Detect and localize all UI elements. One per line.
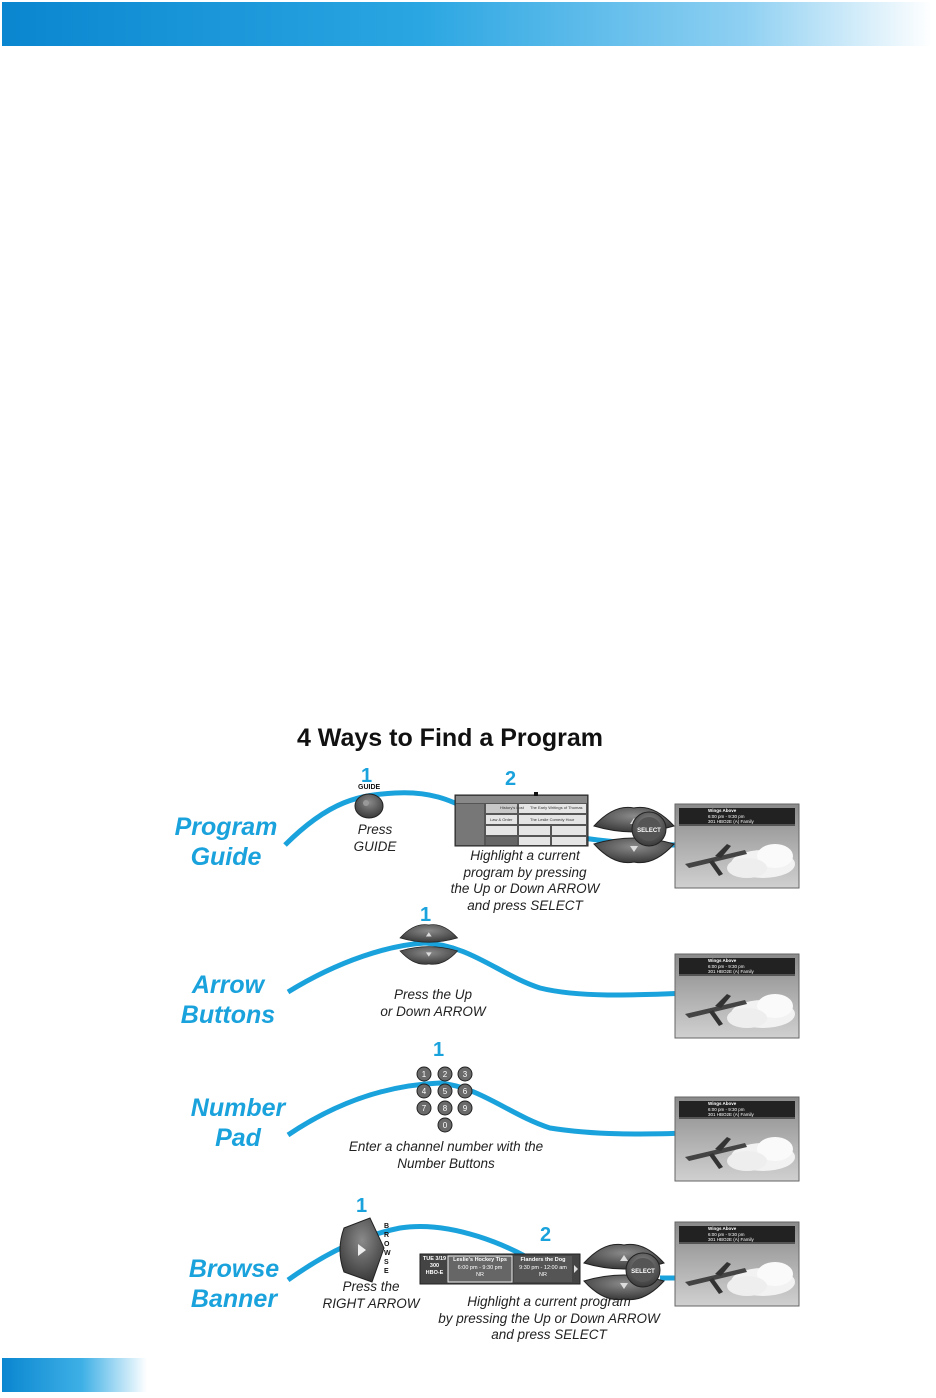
svg-text:SELECT: SELECT: [631, 1269, 655, 1275]
number-key-9: 9: [457, 1100, 473, 1116]
number-key-1: 1: [416, 1066, 432, 1082]
browse-banner-graphic: [419, 1253, 581, 1285]
row1-step2-number: 2: [505, 768, 517, 790]
row4-caption2: Highlight a current program by pressing …: [438, 1294, 660, 1342]
row3-step1-number: 1: [433, 1039, 445, 1061]
page-title: 4 Ways to Find a Program: [296, 724, 604, 752]
number-key-4: 4: [416, 1083, 432, 1099]
row4-step1-number: 1: [356, 1195, 368, 1217]
number-key-0: 0: [437, 1117, 453, 1133]
row1-caption1: Press GUIDE: [353, 822, 397, 854]
number-key-3: 3: [457, 1066, 473, 1082]
row-label-arrow-buttons: Arrow Buttons: [180, 971, 276, 1029]
number-key-5: 5: [437, 1083, 453, 1099]
number-key-6: 6: [457, 1083, 473, 1099]
row2-curve: [286, 940, 691, 998]
guide-cell-text: History's Lost: [500, 805, 525, 810]
number-key-8: 8: [437, 1100, 453, 1116]
row3-caption: Enter a channel number with the Number B…: [348, 1139, 544, 1171]
row1-step1-number: 1: [361, 765, 373, 787]
svg-text:9: 9: [463, 1104, 468, 1113]
footer-bar: [2, 1358, 147, 1392]
row4-caption1: Press the RIGHT ARROW: [322, 1279, 420, 1311]
guide-button-label: GUIDE: [358, 784, 381, 791]
row4-select-button: SELECT: [625, 1252, 661, 1288]
program-guide-grid: History's Lost The Early Writings of Tho…: [454, 792, 589, 847]
svg-text:2: 2: [443, 1070, 448, 1079]
guide-button-icon: [354, 793, 384, 819]
svg-text:The Leslie Comedy Hour: The Leslie Comedy Hour: [530, 817, 575, 822]
svg-text:0: 0: [443, 1121, 448, 1130]
browse-vertical-label: BROWSE: [384, 1223, 391, 1275]
svg-text:3: 3: [463, 1070, 468, 1079]
svg-text:1: 1: [422, 1070, 427, 1079]
svg-text:Law & Order: Law & Order: [490, 817, 513, 822]
svg-text:4: 4: [422, 1087, 427, 1096]
header-bar: [2, 2, 932, 46]
row2-caption: Press the Up or Down ARROW: [380, 987, 486, 1019]
svg-text:5: 5: [443, 1087, 448, 1096]
row2-step1-number: 1: [420, 904, 432, 926]
row-label-program-guide: Program Guide: [174, 813, 278, 871]
banner-program-2: Flanders the Dog 9:30 pm - 12:00 am NR: [519, 1257, 567, 1278]
row4-curve: [286, 1224, 581, 1283]
number-pad: 1 2 3 4 5 6 7 8 9 0: [416, 1066, 473, 1133]
row3-curve: [286, 1080, 691, 1138]
svg-text:7: 7: [422, 1104, 427, 1113]
row1-select-button: SELECT: [631, 811, 667, 847]
number-key-2: 2: [437, 1066, 453, 1082]
number-key-7: 7: [416, 1100, 432, 1116]
banner-channel-info: TUE 3/19 300 HBO-E: [422, 1256, 447, 1276]
row-label-number-pad: Number Pad: [190, 1094, 286, 1152]
svg-text:8: 8: [443, 1104, 448, 1113]
banner-program-1: Leslie's Hockey Tips 6:00 pm - 9:30 pm N…: [453, 1257, 507, 1278]
svg-text:The Early Writings of Thomas: The Early Writings of Thomas: [530, 805, 583, 810]
row4-step2-number: 2: [540, 1224, 552, 1246]
row1-caption2: Highlight a current program by pressing …: [450, 848, 600, 913]
row-label-browse-banner: Browse Banner: [188, 1255, 280, 1313]
right-arrow-button-icon: [339, 1217, 385, 1283]
svg-text:6: 6: [463, 1087, 468, 1096]
svg-text:SELECT: SELECT: [637, 828, 661, 834]
